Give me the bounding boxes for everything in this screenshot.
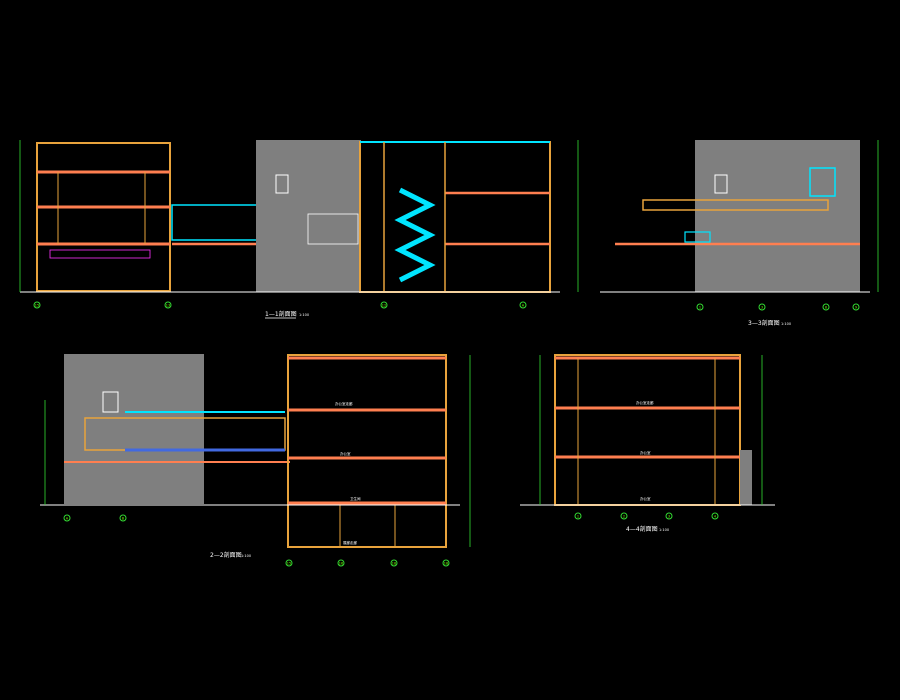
axis-markers: A B 15 16 18 18 [63, 514, 450, 567]
wall [740, 450, 752, 505]
room-label: 办公室 [640, 496, 651, 501]
section-title: 4—4剖面图 [626, 525, 658, 533]
axis-bubble [519, 301, 527, 309]
axis-label: 2 [623, 515, 625, 519]
axis-bubble [711, 512, 719, 520]
axis-markers: 1 3 8 9 [696, 303, 860, 311]
axis-label: B [122, 517, 125, 521]
axis-bubble [852, 303, 860, 311]
window [714, 174, 728, 194]
axis-label: A [66, 517, 69, 521]
axis-label: 12 [382, 304, 386, 308]
axis-label: 1 [577, 515, 579, 519]
room-label: 展廊走廊 [343, 540, 357, 545]
axis-bubble [285, 559, 293, 567]
axis-label: 1 [699, 306, 701, 310]
axis-markers: 1 2 3 4 [574, 512, 719, 520]
axis-label: 3 [668, 515, 670, 519]
glass-box [809, 167, 836, 197]
stair-block-frame [359, 141, 551, 293]
room-label: 办公室走廊 [636, 400, 654, 405]
axis-label: 15 [287, 562, 291, 566]
axis-bubble [696, 303, 704, 311]
section-4-4: 办公室走廊 办公室 办公室 1 2 3 4 4—4剖面图 1:100 [520, 354, 775, 533]
axis-bubble [665, 512, 673, 520]
room-label: 办公室 [640, 450, 651, 455]
section-scale: 1:100 [299, 313, 309, 317]
axis-label: 8 [825, 306, 827, 310]
axis-bubble [63, 514, 71, 522]
axis-bubble [574, 512, 582, 520]
block-left-frame [36, 142, 171, 292]
axis-bubble [390, 559, 398, 567]
section-scale: 1:100 [659, 528, 669, 532]
section-scale: 1:100 [241, 554, 251, 558]
block-frame [554, 354, 741, 506]
axis-bubble [164, 301, 172, 309]
window [102, 391, 119, 413]
axis-bubble [822, 303, 830, 311]
facade-wall [695, 140, 860, 292]
facade-wall [256, 140, 361, 292]
room-label: 卫生间 [350, 496, 361, 501]
section-title: 1—1剖面图 [265, 310, 297, 318]
axis-bubble [337, 559, 345, 567]
window [275, 174, 289, 194]
rail [684, 231, 711, 243]
axis-label: 3 [761, 306, 763, 310]
axis-bubble [33, 301, 41, 309]
room-label: 办公室 [340, 451, 351, 456]
section-1-1: 15 13 12 A 1—1剖面图 1:100 [19, 140, 560, 319]
canopy [642, 199, 829, 211]
axis-label: A [522, 304, 525, 308]
section-title: 3—3剖面图 [748, 319, 780, 327]
axis-label: 18 [392, 562, 396, 566]
tall-block-frame [287, 354, 447, 548]
axis-bubble [758, 303, 766, 311]
axis-label: 18 [444, 562, 448, 566]
axis-label: 13 [166, 304, 170, 308]
axis-label: 4 [714, 515, 717, 519]
room-label: 办公室走廊 [335, 401, 353, 406]
axis-label: 15 [35, 304, 39, 308]
opening [307, 213, 359, 245]
axis-markers: 15 13 12 A [33, 301, 527, 309]
section-2-2: 办公室走廊 办公室 卫生间 展廊走廊 A B 15 16 18 18 2—2剖面… [40, 354, 471, 567]
axis-bubble [442, 559, 450, 567]
section-3-3: 1 3 8 9 3—3剖面图 1:100 [577, 140, 879, 327]
stair-flight [394, 187, 436, 283]
axis-bubble [119, 514, 127, 522]
beam-outline [49, 249, 151, 259]
axis-label: 16 [339, 562, 343, 566]
section-title: 2—2剖面图 [210, 551, 242, 559]
facade-wall [64, 354, 204, 504]
axis-label: 9 [855, 306, 857, 310]
axis-bubble [380, 301, 388, 309]
axis-bubble [620, 512, 628, 520]
section-scale: 1:100 [781, 322, 791, 326]
